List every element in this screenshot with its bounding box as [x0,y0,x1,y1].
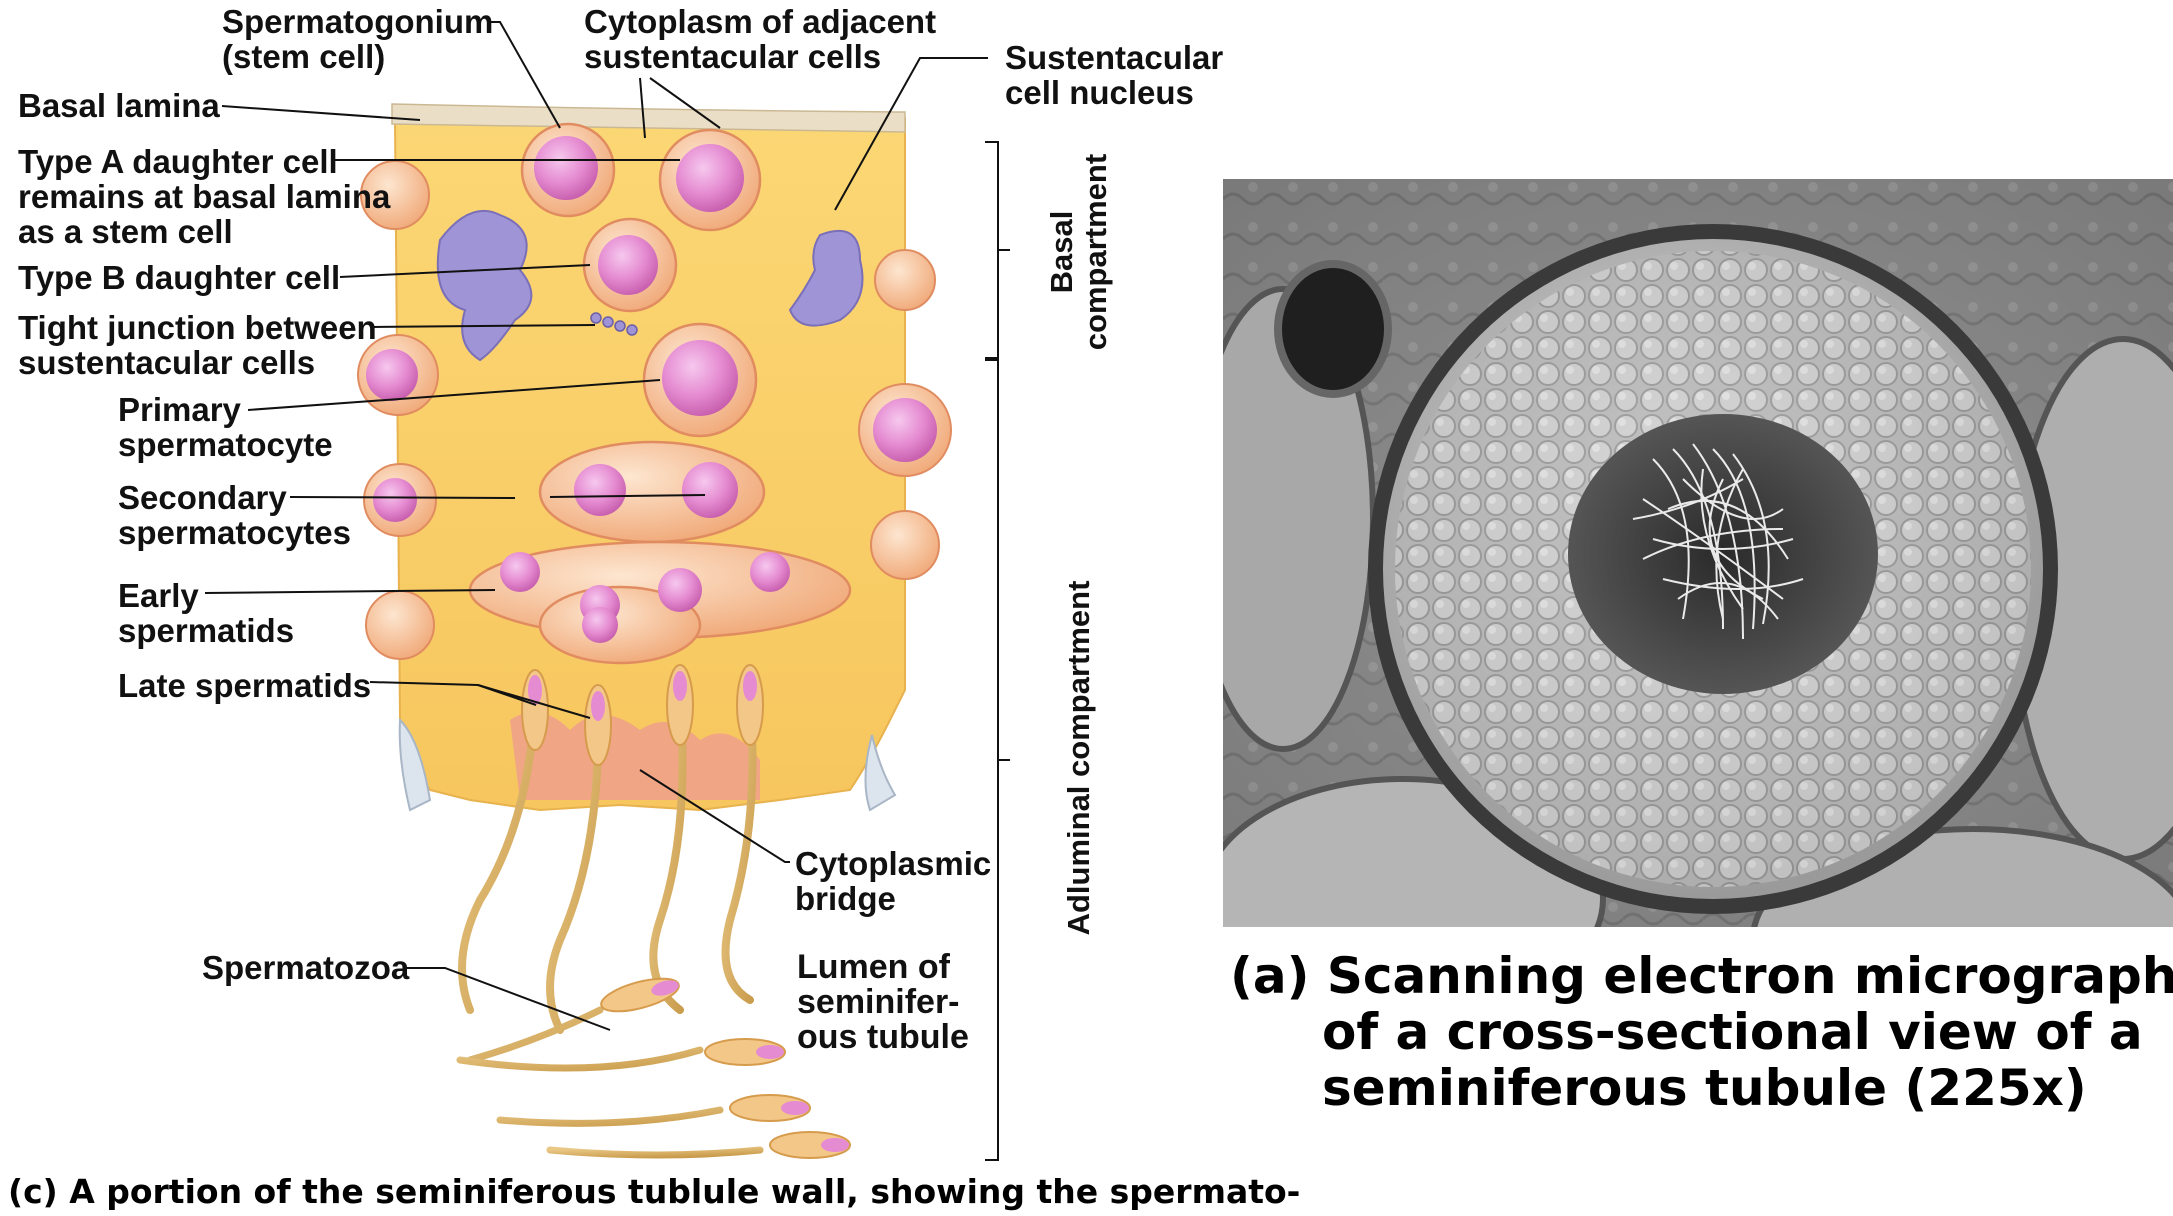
label-bridge-line1: Cytoplasmic [795,845,992,882]
label-type-a-line3: as a stem cell [18,213,233,250]
label-type-a: Type A daughter cell remains at basal la… [18,144,390,249]
label-basal-lamina: Basal lamina [18,87,220,124]
basal-lamina [391,103,906,133]
sustentacular-nucleus-left [436,210,533,362]
label-lumen-line2: seminifer- [797,983,960,1021]
label-early: Early spermatids [118,578,294,648]
type-b-cell [582,217,678,313]
spermatozoa [456,1006,764,1159]
sustentacular-nucleus-right [788,230,864,327]
label-secondary: Secondary spermatocytes [118,480,351,550]
label-cytoplasm-line1: Cytoplasm of adjacent [584,3,937,40]
label-bridge-line2: bridge [795,880,896,917]
label-type-a-line1: Type A daughter cell [18,143,338,180]
caption-a-line1: (a) Scanning electron micrograph [1230,947,2173,1005]
secondary-spermatocytes [538,440,766,544]
sem-micrograph-drawing [1223,179,2173,927]
label-adluminal-compartment: Adluminal compartment [1061,580,1096,936]
leader-lines [204,21,988,1031]
label-early-line2: spermatids [118,612,295,649]
label-sustentacular-nucleus: Sustentacular cell nucleus [1005,40,1223,110]
label-lumen-line3: ous tubule [797,1018,969,1056]
caption-a-line2: of a cross-sectional view of a [1322,1003,2143,1061]
sem-micrograph [1223,179,2173,927]
lumen-edge-projections [398,717,897,812]
label-spermatogonium: Spermatogonium (stem cell) [222,4,493,74]
label-lumen: Lumen of seminifer- ous tubule [797,950,969,1055]
type-a-cell [658,128,762,232]
primary-spermatocyte [642,322,758,438]
label-lumen-line1: Lumen of [797,948,950,986]
label-spermatogonium-line2: (stem cell) [222,38,386,75]
label-primary-line1: Primary [118,391,241,428]
label-early-line1: Early [118,577,199,614]
label-type-a-line2: remains at basal lamina [18,178,391,215]
label-primary: Primary spermatocyte [118,392,333,462]
label-tight-junction-line2: sustentacular cells [18,344,316,381]
label-tight-junction-line1: Tight junction between [18,309,377,346]
spermatogonium-cell [520,122,616,218]
label-late: Late spermatids [118,667,372,704]
label-spermatozoa: Spermatozoa [202,949,410,986]
label-cytoplasm-adjacent: Cytoplasm of adjacent sustentacular cell… [584,4,936,74]
seminiferous-wall-illustration [204,21,1010,1161]
label-tight-junction: Tight junction between sustentacular cel… [18,310,377,380]
label-sust-nucleus-line2: cell nucleus [1005,74,1194,111]
flagella-tuft [1632,443,1804,640]
label-secondary-line1: Secondary [118,479,287,516]
label-basal-comp-line2: compartment [1078,153,1113,351]
caption-c: (c) A portion of the seminiferous tublul… [8,1172,1301,1211]
compartment-brackets [985,141,1010,1161]
label-primary-line2: spermatocyte [118,426,333,463]
label-cytoplasm-line2: sustentacular cells [584,38,882,75]
caption-a-line3: seminiferous tubule (225x) [1322,1059,2087,1117]
label-secondary-line2: spermatocytes [118,514,351,551]
caption-a: (a) Scanning electron micrograph of a cr… [1230,948,2173,1116]
label-basal-comp-line1: Basal [1044,210,1079,294]
label-basal-compartment: Basal compartment [1044,132,1115,372]
label-type-b: Type B daughter cell [18,259,341,296]
label-cytoplasmic-bridge: Cytoplasmic bridge [795,846,991,916]
label-spermatogonium-line1: Spermatogonium [222,3,494,40]
cytoplasmic-bridge-region [510,712,760,800]
label-sust-nucleus-line1: Sustentacular [1005,39,1224,76]
tight-junction [590,312,638,336]
